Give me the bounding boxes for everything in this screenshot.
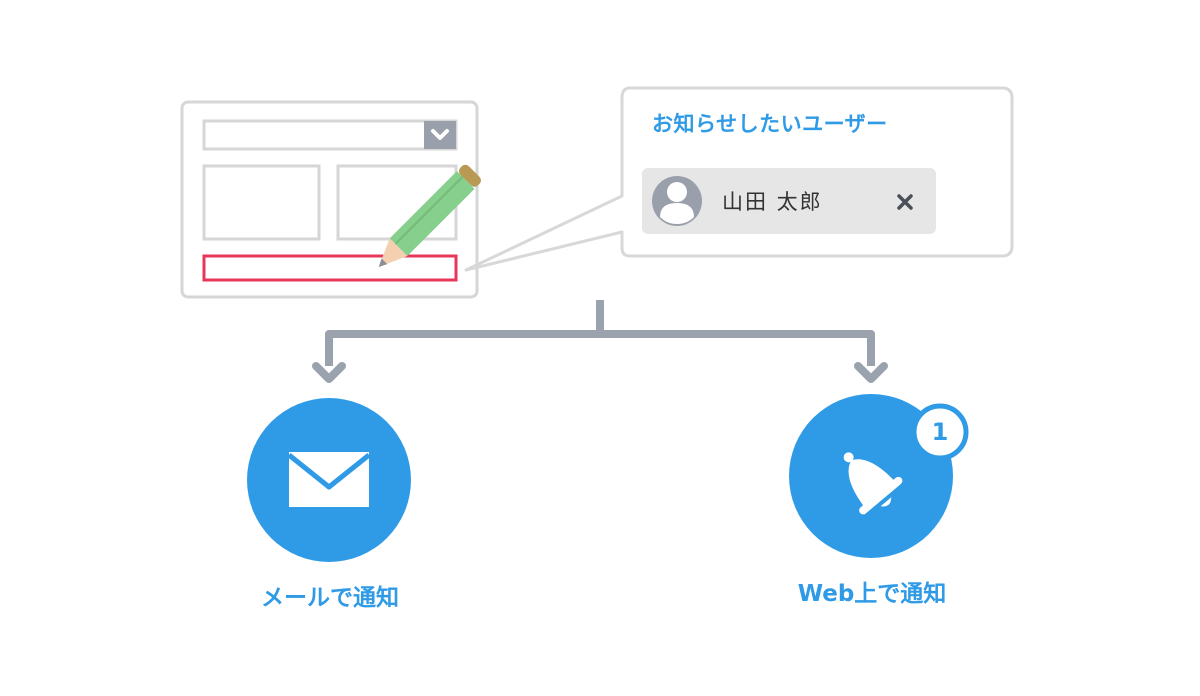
pencil-icon [378, 164, 481, 267]
selected-user-name: 山田 太郎 [722, 190, 823, 214]
web-notification-node [789, 394, 969, 558]
chevron-down-icon [431, 129, 449, 140]
user-callout [464, 86, 1014, 272]
highlighted-user-field[interactable] [202, 254, 458, 282]
avatar [652, 176, 702, 226]
arrow-head-right [854, 362, 888, 383]
branch-line [325, 330, 875, 366]
remove-user-button[interactable] [888, 186, 922, 218]
web-notification-label: Web上で通知 [797, 581, 947, 607]
notification-badge-count: 1 [931, 418, 949, 446]
user-chip[interactable] [642, 168, 936, 234]
email-notification-label: メールで通知 [261, 585, 399, 611]
close-icon [897, 194, 913, 210]
arrow-head-left [312, 362, 346, 383]
email-notification-node [247, 398, 411, 562]
popup-title: お知らせしたいユーザー [652, 112, 888, 136]
select-dropdown-button[interactable] [424, 121, 456, 149]
mail-icon [287, 452, 371, 507]
notification-badge [911, 403, 969, 461]
form-box-left[interactable] [202, 164, 321, 241]
form-select-field[interactable] [202, 119, 458, 151]
form-mockup [180, 100, 479, 299]
bell-icon [843, 452, 903, 515]
branch-arrows [312, 300, 888, 383]
